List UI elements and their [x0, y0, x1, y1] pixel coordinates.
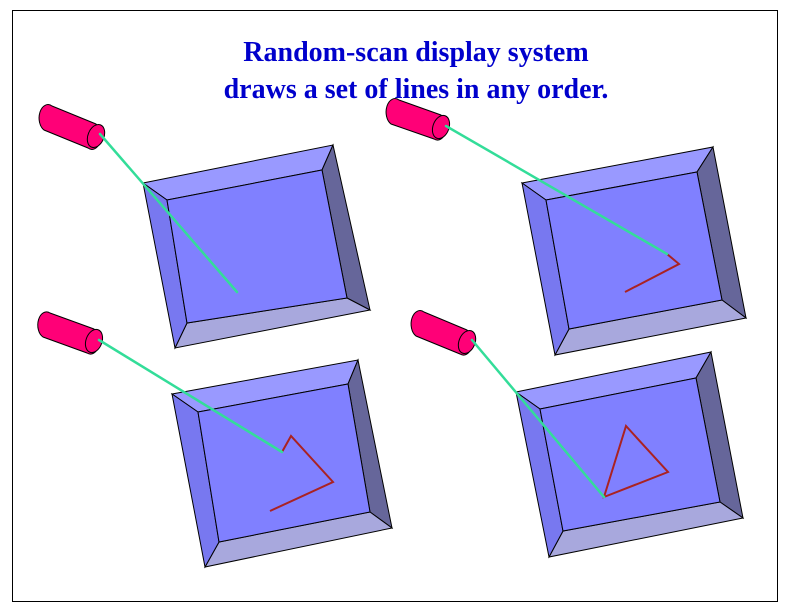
electron-beam [470, 338, 606, 499]
screen-face [166, 169, 348, 324]
electron-gun [385, 98, 451, 141]
title-line-2: draws a set of lines in any order. [223, 74, 609, 105]
crt-screen [514, 350, 745, 559]
drawn-lines [602, 424, 670, 499]
crt-screen [520, 145, 748, 357]
panel-step-2 [385, 98, 748, 357]
panel-step-4 [410, 310, 745, 559]
electron-gun [38, 104, 106, 150]
electron-beam [97, 338, 284, 454]
screen-face [545, 171, 723, 330]
electron-beam [444, 124, 669, 256]
drawn-lines [624, 253, 681, 293]
drawn-lines [269, 434, 335, 512]
screen-face [197, 383, 371, 543]
electron-gun [410, 310, 477, 356]
title-line-1: Random-scan display system [243, 37, 589, 68]
electron-beam [98, 132, 239, 294]
crt-screen [170, 358, 394, 569]
slide-frame [12, 10, 778, 602]
crt-screen [141, 143, 372, 350]
panel-step-1 [38, 104, 372, 350]
screen-face [539, 377, 721, 532]
panel-step-3 [37, 311, 394, 569]
electron-gun [37, 311, 104, 355]
